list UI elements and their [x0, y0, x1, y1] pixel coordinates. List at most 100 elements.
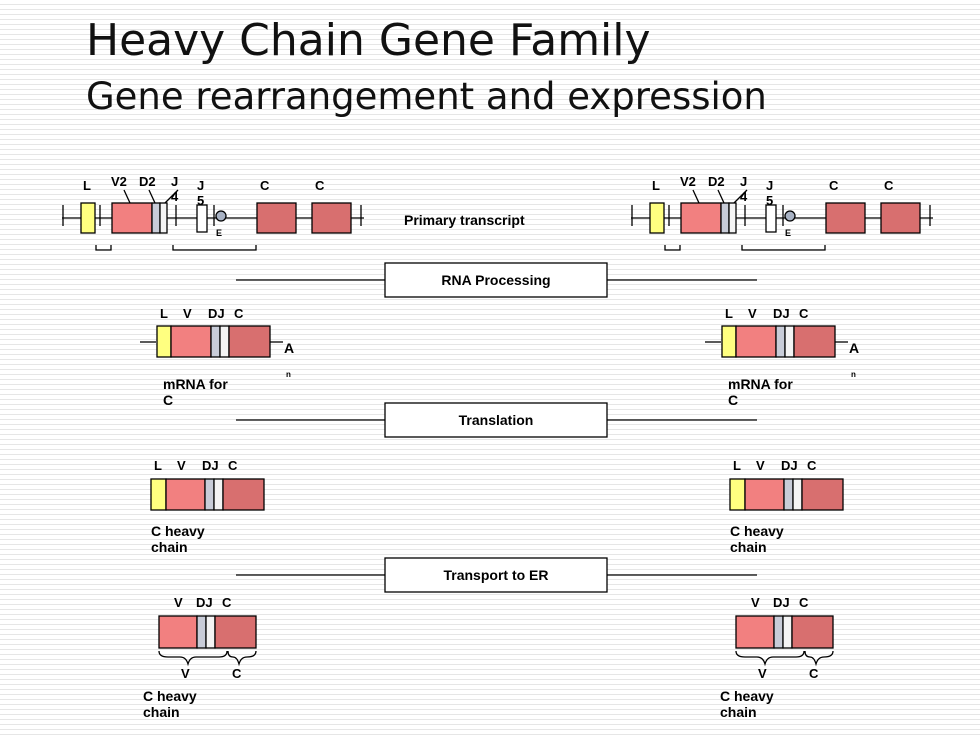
mrna-j-segment	[784, 325, 795, 358]
mature-label-V: V	[751, 595, 760, 610]
mature-c-region	[214, 615, 257, 649]
label-C-mu: C	[260, 178, 270, 193]
mrna-label-V: V	[183, 306, 192, 321]
label-D2: D2	[139, 174, 156, 189]
pointer-line	[123, 189, 131, 204]
mrna-label-V: V	[748, 306, 757, 321]
label-C-delta: C	[315, 178, 325, 193]
c-delta-segment	[880, 202, 921, 234]
polya-label-n: n	[286, 370, 291, 379]
v-brace	[735, 650, 805, 667]
mature-j-region	[782, 615, 793, 649]
protein-label-L: L	[733, 458, 741, 473]
mature-j-region	[205, 615, 216, 649]
mature-label-C: C	[799, 595, 809, 610]
mrna-label-DJ: DJ	[773, 306, 790, 321]
protein-label-C: C	[228, 458, 238, 473]
mrna-j-segment	[219, 325, 230, 358]
mrna-v-segment	[170, 325, 212, 358]
brace-label-C: C	[232, 666, 242, 681]
label-V2: V2	[680, 174, 696, 189]
mature-v-region	[158, 615, 198, 649]
protein-v-region	[744, 478, 785, 511]
protein-label-DJ: DJ	[202, 458, 219, 473]
step-transport-er-label: Transport to ER	[443, 567, 548, 583]
mature-d-region	[196, 615, 207, 649]
v2-segment	[111, 202, 153, 234]
primary-transcript-label: Primary transcript	[404, 212, 525, 228]
c-mu-segment	[825, 202, 866, 234]
mrna-d-segment	[775, 325, 786, 358]
step-transport-er-box	[384, 557, 608, 593]
c-mu-segment	[256, 202, 297, 234]
label-L: L	[83, 178, 91, 193]
polya-label-n: n	[851, 370, 856, 379]
slide-subtitle: Gene rearrangement and expression	[86, 75, 767, 118]
protein-label-C: C	[807, 458, 817, 473]
protein-c-region	[222, 478, 265, 511]
splice-bracket	[95, 245, 112, 251]
protein-leader	[150, 478, 167, 511]
brace-label-V: V	[758, 666, 767, 681]
slide-title: Heavy Chain Gene Family	[86, 15, 651, 66]
enhancer-circle	[215, 210, 227, 222]
label-E: E	[785, 228, 791, 238]
label-L: L	[652, 178, 660, 193]
step-translation-box	[384, 402, 608, 438]
splice-bracket	[664, 245, 681, 251]
mature-label-V: V	[174, 595, 183, 610]
mrna-label-DJ: DJ	[208, 306, 225, 321]
protein-label-V: V	[177, 458, 186, 473]
mrna-c-segment	[793, 325, 836, 358]
step-rna-processing-box	[384, 262, 608, 298]
label-C-delta: C	[884, 178, 894, 193]
mrna-leader	[156, 325, 172, 358]
mature-c-region	[791, 615, 834, 649]
mrna-leader	[721, 325, 737, 358]
v2-segment	[680, 202, 722, 234]
pointer-line	[164, 189, 179, 204]
protein-c-region	[801, 478, 844, 511]
j4-segment	[159, 202, 168, 234]
protein-j-region	[213, 478, 224, 511]
j4-segment	[728, 202, 737, 234]
label-V2: V2	[111, 174, 127, 189]
brace-label-C: C	[809, 666, 819, 681]
polya-label-A: A	[284, 340, 294, 356]
label-D2: D2	[708, 174, 725, 189]
step-translation-label: Translation	[459, 412, 534, 428]
j5-segment	[765, 204, 777, 233]
c-delta-segment	[311, 202, 352, 234]
mrna-label-C: C	[799, 306, 809, 321]
label-E: E	[216, 228, 222, 238]
protein-label-L: L	[154, 458, 162, 473]
v-brace	[158, 650, 228, 667]
protein-leader	[729, 478, 746, 511]
protein-v-region	[165, 478, 206, 511]
protein-j-region	[792, 478, 803, 511]
step-rna-processing-label: RNA Processing	[441, 272, 550, 288]
c-brace	[227, 650, 257, 667]
c-brace	[804, 650, 834, 667]
j5-segment	[196, 204, 208, 233]
mrna-label-C: C	[234, 306, 244, 321]
protein-d-region	[204, 478, 215, 511]
polya-label-A: A	[849, 340, 859, 356]
protein-d-region	[783, 478, 794, 511]
mature-d-region	[773, 615, 784, 649]
d2-segment	[151, 202, 161, 234]
protein-label-V: V	[756, 458, 765, 473]
d2-segment	[720, 202, 730, 234]
brace-label-V: V	[181, 666, 190, 681]
leader-segment	[649, 202, 665, 234]
mrna-c-segment	[228, 325, 271, 358]
